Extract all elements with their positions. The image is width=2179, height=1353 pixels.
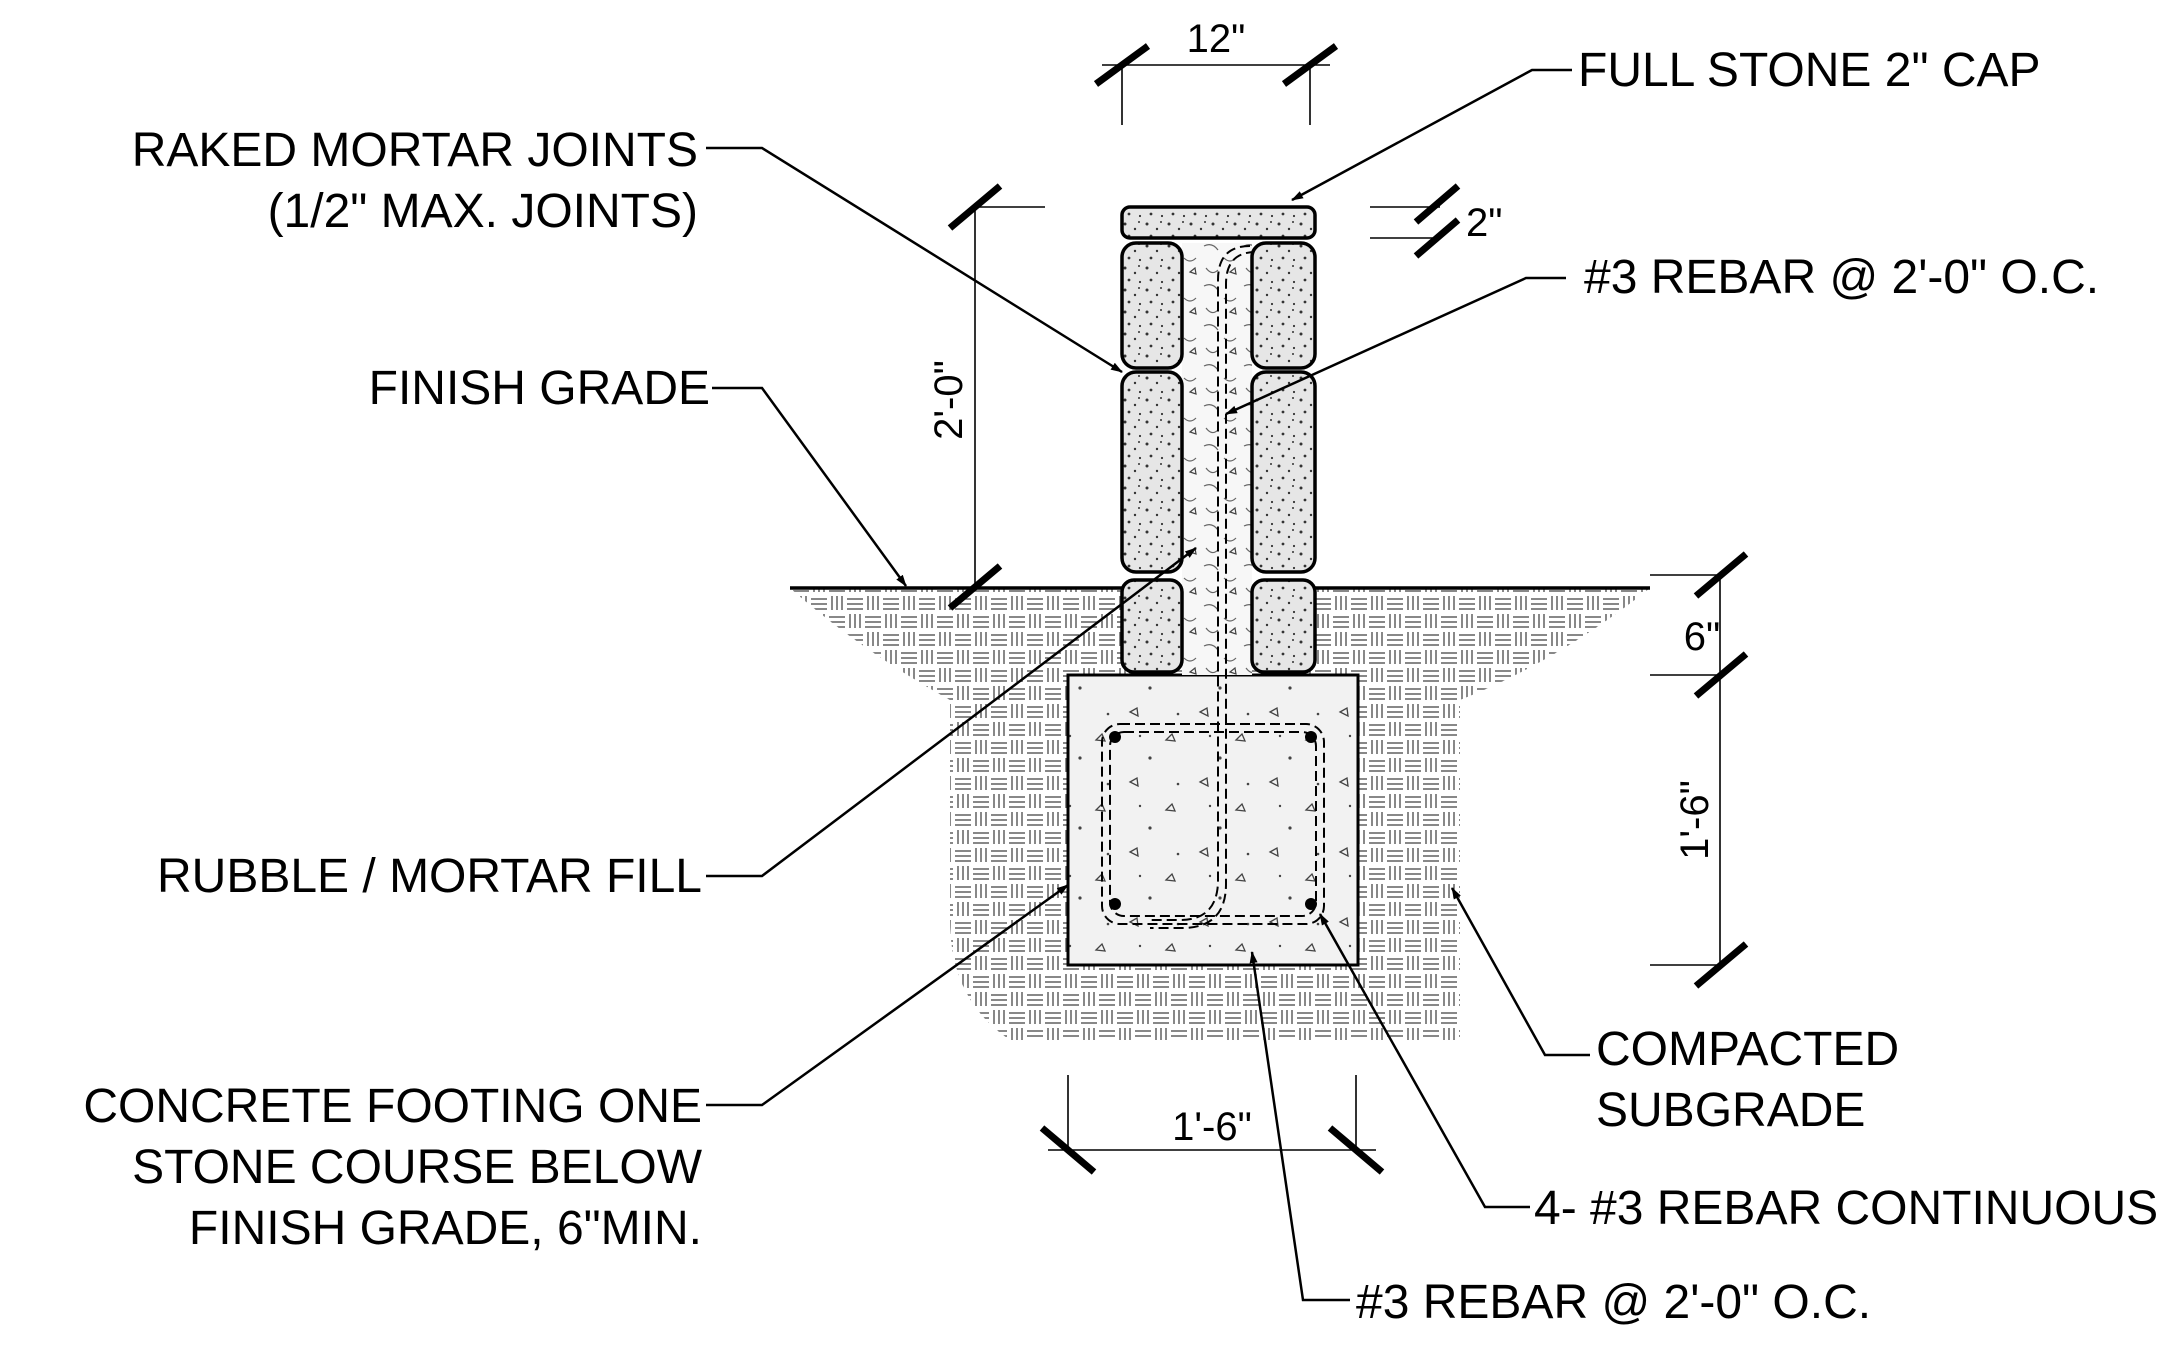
label-subgrade: SUBGRADE — [1596, 1084, 1865, 1137]
dim-footing-width-text: 1'-6" — [1172, 1105, 1252, 1149]
dim-course-below-grade-text: 6" — [1684, 615, 1720, 659]
dim-wall-width-text: 12" — [1187, 17, 1246, 61]
label-finish-grade: FINISH GRADE — [369, 362, 710, 415]
label-compacted: COMPACTED — [1596, 1023, 1899, 1076]
label-rubble-mortar-fill: RUBBLE / MORTAR FILL — [157, 850, 702, 903]
stone-right-middle — [1250, 370, 1317, 574]
stone-left-middle — [1120, 370, 1184, 574]
vertical-rebar-2 — [1150, 251, 1257, 929]
dimension-footing-depth: 6" 1'-6" — [1650, 551, 1749, 989]
label-footing-line2: STONE COURSE BELOW — [132, 1141, 703, 1194]
vertical-rebar — [1150, 245, 1251, 921]
label-footing-line1: CONCRETE FOOTING ONE — [83, 1080, 702, 1133]
label-rebar-continuous: 4- #3 REBAR CONTINUOUS — [1534, 1182, 2158, 1235]
dimension-wall-height: 2'-0" — [927, 183, 1045, 611]
rebar-tie-inner — [1109, 731, 1317, 917]
rebar-bar-top-left — [1109, 731, 1121, 743]
rebar-bar-top-right — [1305, 731, 1317, 743]
stone-right-lower — [1250, 578, 1317, 674]
rebar-bar-bottom-right — [1305, 898, 1317, 910]
leader-lines — [706, 68, 1590, 1302]
cap-stone — [1120, 205, 1317, 240]
label-full-stone-cap: FULL STONE 2" CAP — [1578, 44, 2041, 97]
dim-cap-thickness-text: 2" — [1466, 201, 1502, 245]
stone-left-lower — [1120, 578, 1184, 674]
rebar-bar-bottom-left — [1109, 898, 1121, 910]
dim-footing-depth-text: 1'-6" — [1673, 780, 1717, 860]
label-footing-line3: FINISH GRADE, 6"MIN. — [189, 1202, 702, 1255]
label-raked-mortar-joints-size: (1/2" MAX. JOINTS) — [268, 185, 698, 238]
label-rebar-top: #3 REBAR @ 2'-0" O.C. — [1584, 251, 2099, 304]
rebar-tie — [1101, 723, 1325, 925]
dimension-footing-width: 1'-6" — [1039, 1075, 1385, 1175]
dim-wall-height-text: 2'-0" — [927, 360, 971, 440]
stone-left-upper — [1120, 241, 1184, 370]
label-rebar-bottom: #3 REBAR @ 2'-0" O.C. — [1356, 1276, 1871, 1329]
dimension-wall-width: 12" — [1093, 17, 1339, 125]
label-raked-mortar-joints: RAKED MORTAR JOINTS — [132, 124, 698, 177]
stone-right-upper — [1250, 241, 1317, 370]
dimension-cap-thickness: 2" — [1370, 183, 1502, 259]
